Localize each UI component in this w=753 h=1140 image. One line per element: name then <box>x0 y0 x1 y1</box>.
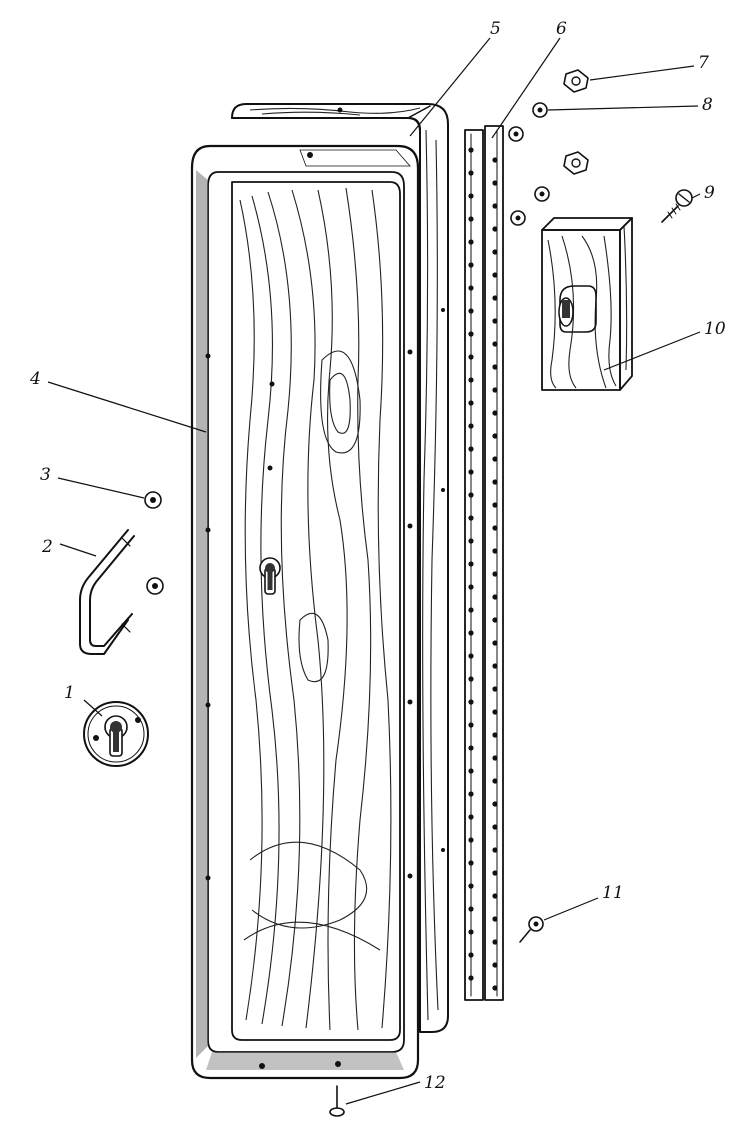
callout-2: 2 <box>41 537 53 557</box>
part-6-hinge-strips <box>464 125 504 1001</box>
part-1-escutcheon <box>83 701 149 767</box>
part-4-metal-frame <box>190 144 420 1080</box>
callout-labels: 1 2 3 4 5 6 7 8 9 10 11 12 <box>29 19 726 1093</box>
callout-12: 12 <box>424 1073 446 1093</box>
part-11-screw <box>519 916 544 943</box>
part-7-nuts <box>563 69 589 175</box>
callout-6: 6 <box>556 19 567 39</box>
leader-lines <box>47 37 701 1105</box>
part-12-nail <box>329 1085 345 1117</box>
panel-keyhole <box>259 557 281 595</box>
callout-9: 9 <box>704 183 715 203</box>
callout-3: 3 <box>40 465 51 485</box>
callout-4: 4 <box>29 369 41 389</box>
callout-8: 8 <box>702 95 713 115</box>
part-8-washers <box>508 102 550 226</box>
part-3-washers <box>144 491 164 595</box>
callout-11: 11 <box>602 883 624 903</box>
part-5-back-board <box>231 103 449 1033</box>
callout-10: 10 <box>704 319 726 339</box>
callout-5: 5 <box>490 19 501 39</box>
part-9-screw <box>661 189 693 223</box>
callout-7: 7 <box>698 53 709 73</box>
part-10-lock-block <box>541 217 633 391</box>
front-door-panel <box>231 181 401 1041</box>
callout-1: 1 <box>64 683 75 703</box>
part-2-handle <box>79 529 135 655</box>
